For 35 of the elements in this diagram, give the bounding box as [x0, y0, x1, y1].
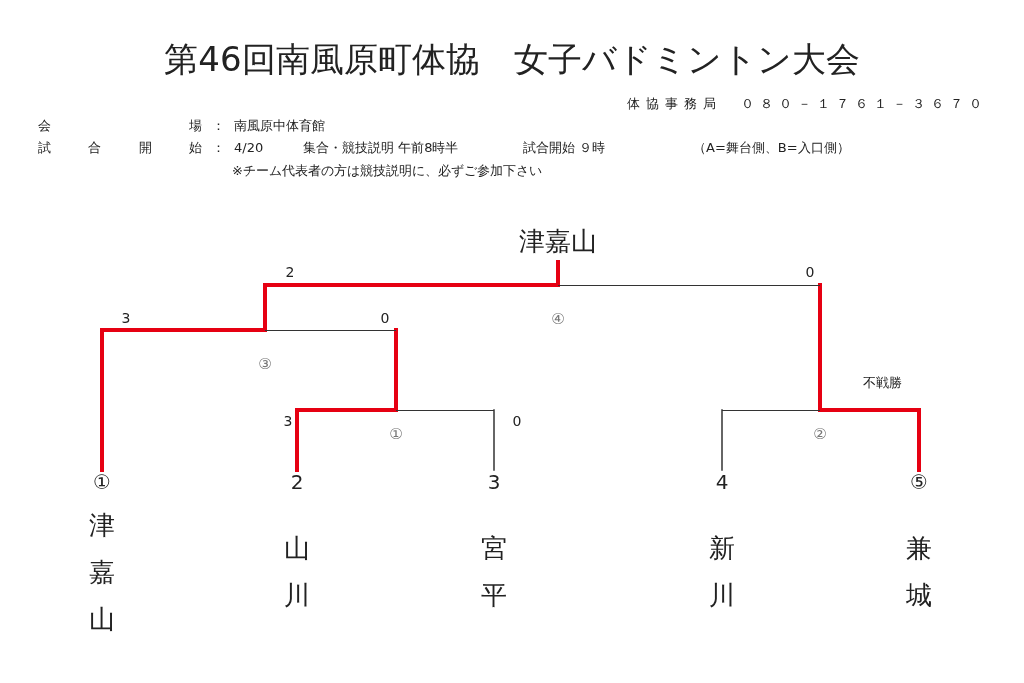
bracket-line	[721, 409, 723, 471]
winner-name: 津嘉山	[518, 225, 598, 258]
score-label: 0	[378, 310, 392, 326]
seed-number: 2	[290, 470, 304, 494]
info-text: 試合開始 ９時	[523, 140, 606, 156]
info-text: 会場	[38, 118, 202, 134]
team-name: 山川	[283, 532, 311, 612]
title: 第46回南風原町体協 女子バドミントン大会	[163, 38, 861, 80]
team-name: 津嘉山	[88, 508, 116, 636]
walkover-label: 不戦勝	[860, 375, 904, 391]
score-label: 3	[119, 310, 133, 326]
seed-number: 3	[487, 470, 501, 494]
info-text: 南風原中体育館	[234, 118, 325, 134]
info-text: 4/20	[234, 140, 264, 156]
team-name: 兼城	[905, 532, 933, 612]
info-text: 試合開始	[38, 140, 202, 156]
team-name: 新川	[708, 532, 736, 612]
colon: ：	[212, 118, 225, 134]
match-number: ②	[813, 425, 827, 443]
info-text: （A=舞台側、B=入口側）	[693, 140, 850, 156]
score-label: 3	[281, 413, 295, 429]
match-number: ③	[258, 355, 272, 373]
info-text: 集合・競技説明 午前8時半	[303, 140, 459, 156]
colon: ：	[212, 140, 225, 156]
seed-number: ⑤	[910, 470, 928, 494]
match-number: ①	[389, 425, 403, 443]
score-label: 0	[510, 413, 524, 429]
seed-number: 4	[715, 470, 729, 494]
team-name: 宮平	[480, 532, 508, 612]
seed-number: ①	[93, 470, 111, 494]
bracket-line	[493, 409, 495, 471]
match-number: ④	[551, 310, 565, 328]
office-phone: 体協事務局 ０８０－１７６１－３６７０	[627, 96, 988, 112]
info-text: ※チーム代表者の方は競技説明に、必ずご参加下さい	[232, 163, 542, 179]
score-label: 0	[803, 264, 817, 280]
